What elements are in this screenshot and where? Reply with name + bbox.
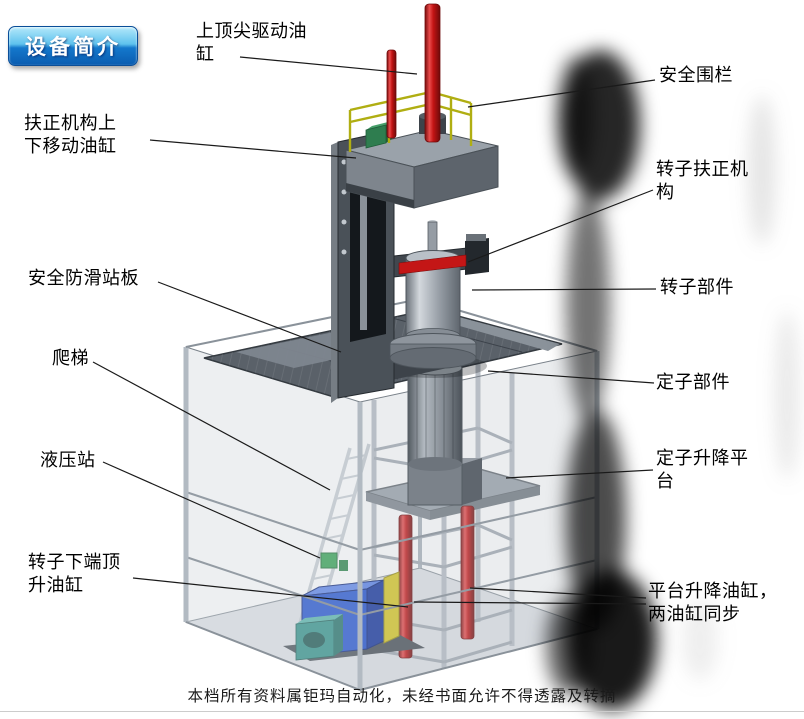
callout-platform-lift-cylinders: 平台升降油缸，两油缸同步 — [648, 581, 778, 625]
top-drive-cylinder — [386, 3, 441, 143]
bottom-divider — [0, 711, 804, 712]
callout-straightener-cylinder: 扶正机构上下移动油缸 — [24, 113, 117, 157]
callout-ladder: 爬梯 — [52, 348, 89, 368]
callout-stator-lift-platform: 定子升降平台 — [656, 448, 749, 492]
faint-streaks — [682, 95, 799, 680]
slide-title-badge: 设备简介 — [8, 26, 138, 66]
platform-lift-cylinders — [398, 505, 475, 659]
callout-stator-part: 定子部件 — [656, 372, 730, 392]
callout-safety-fence: 安全围栏 — [659, 65, 733, 85]
rotor-part — [389, 220, 477, 369]
slide-title-text: 设备简介 — [25, 36, 121, 59]
hydraulic-station — [283, 552, 425, 661]
shadow-smudge — [546, 50, 657, 710]
leader-lines — [92, 56, 657, 608]
callout-hydraulic-station: 液压站 — [40, 450, 96, 470]
callout-anti-slip-board: 安全防滑站板 — [28, 268, 139, 288]
press-head — [345, 112, 499, 209]
callout-top-drive-cylinder: 上顶尖驱动油缸 — [196, 21, 307, 65]
callout-rotor-bottom-jack: 转子下端顶升油缸 — [28, 552, 121, 596]
callout-rotor-straightener: 转子扶正机构 — [656, 159, 749, 203]
footer-copyright: 本档所有资料属钜玛自动化，未经书面允许不得透露及转摘 — [187, 688, 617, 705]
callout-rotor-part: 转子部件 — [660, 277, 734, 297]
